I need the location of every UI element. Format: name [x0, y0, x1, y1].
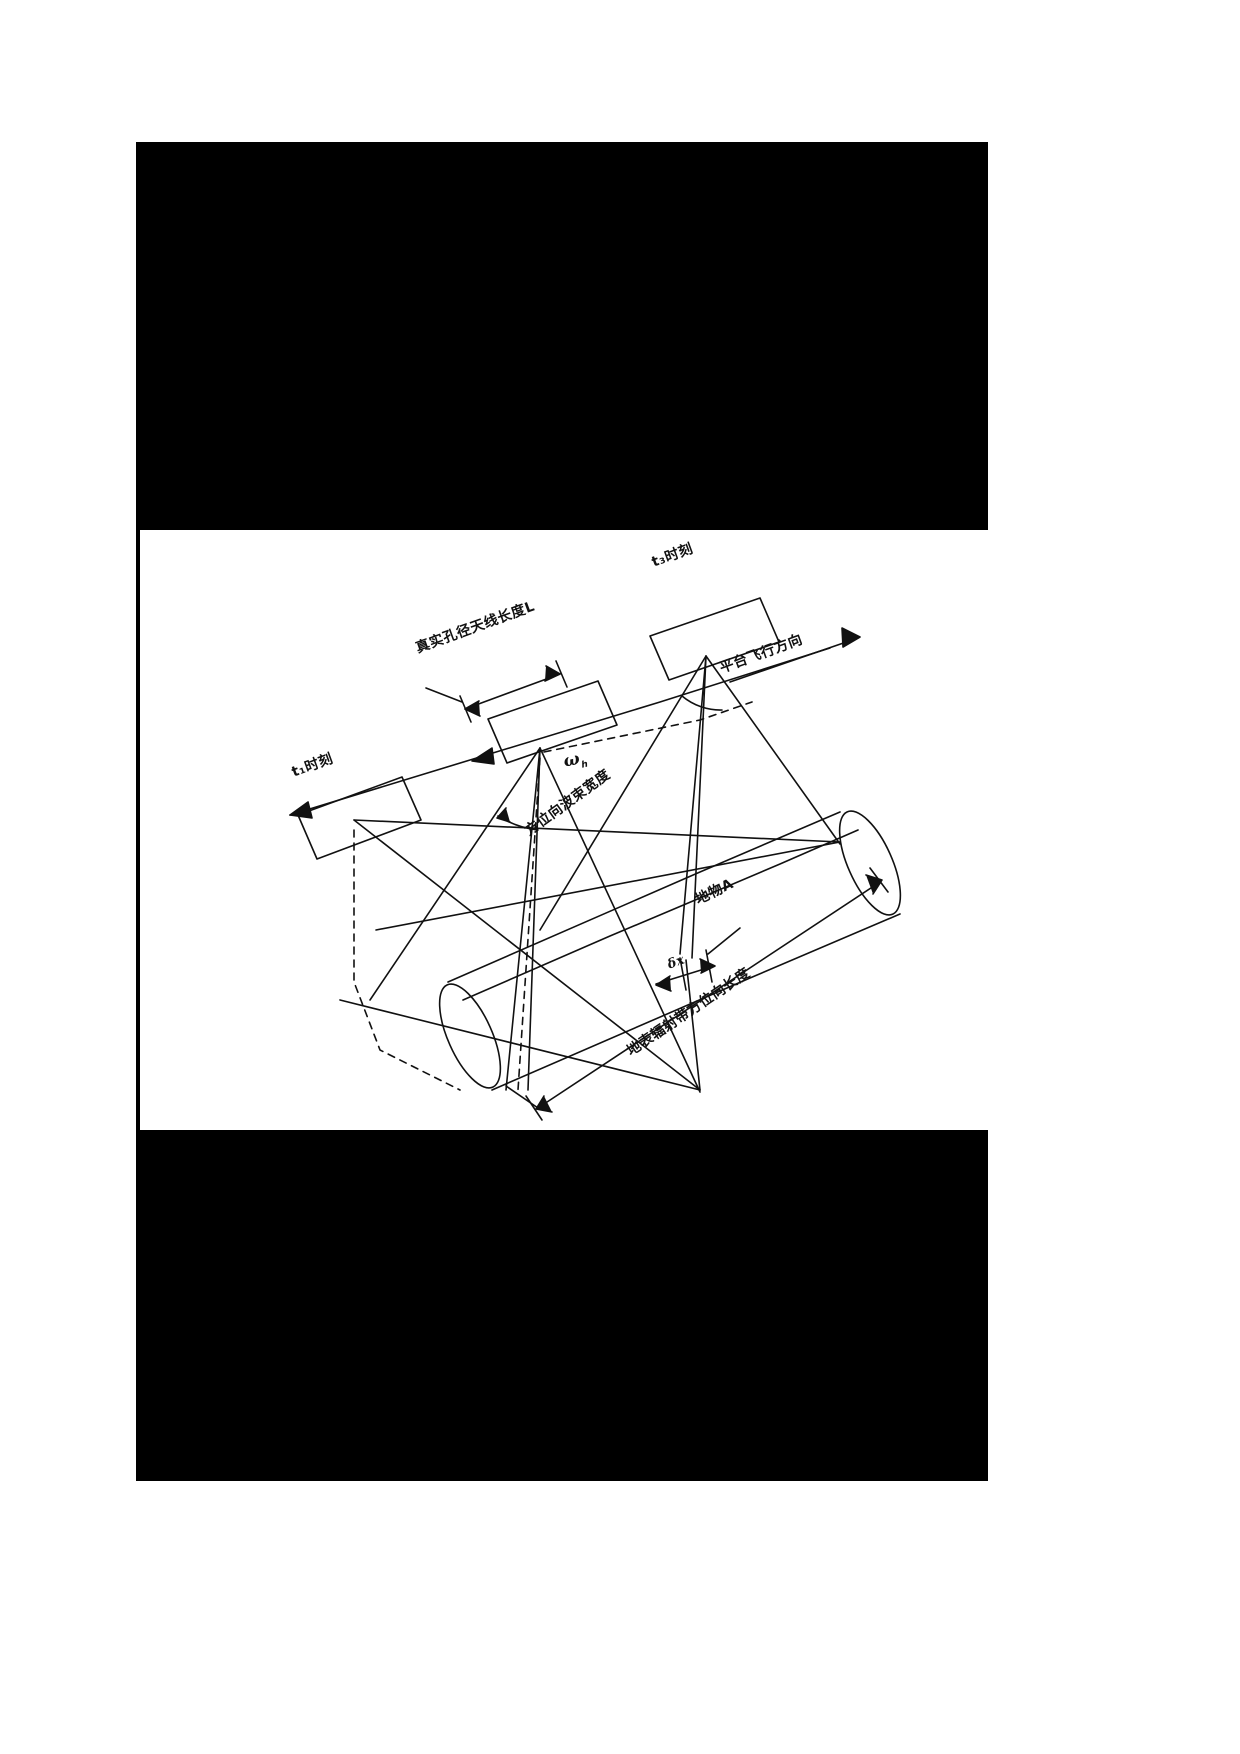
- omega-glyph: ω: [561, 748, 583, 772]
- beam-angle-arc-t3: [681, 695, 723, 711]
- swath-length-dimension: [525, 867, 889, 1121]
- swath-surface-lines: [339, 841, 841, 1091]
- flight-path-line: [289, 647, 831, 819]
- ground-swath-band: [438, 810, 902, 1091]
- flight-direction-arrow: [729, 627, 861, 683]
- hidden-edges: [353, 701, 753, 1091]
- beam-rays-t2: [369, 747, 701, 1093]
- antenna-length-dimension: [459, 660, 568, 723]
- ground-object-marker: [685, 927, 741, 1091]
- label-omega-symbol: ωh: [562, 747, 590, 774]
- beam-rays-t3: [539, 655, 841, 959]
- platform-t3: [649, 597, 780, 681]
- sar-geometry-diagram: [289, 597, 902, 1121]
- beam-width-angle-arc: [496, 807, 539, 831]
- antenna-length-leader: [425, 687, 463, 703]
- beam-rays-t1: [353, 819, 841, 1091]
- delta-x-dimension: [655, 949, 716, 992]
- figure-window: 真实孔径天线长度L t₃时刻 t₁时刻 平台飞行方向 方位向波束宽度 ωh 地物…: [140, 530, 988, 1130]
- swath-bottom-tick: [505, 1085, 539, 1109]
- platform-t2: [487, 680, 618, 764]
- platform-t1: [297, 776, 422, 860]
